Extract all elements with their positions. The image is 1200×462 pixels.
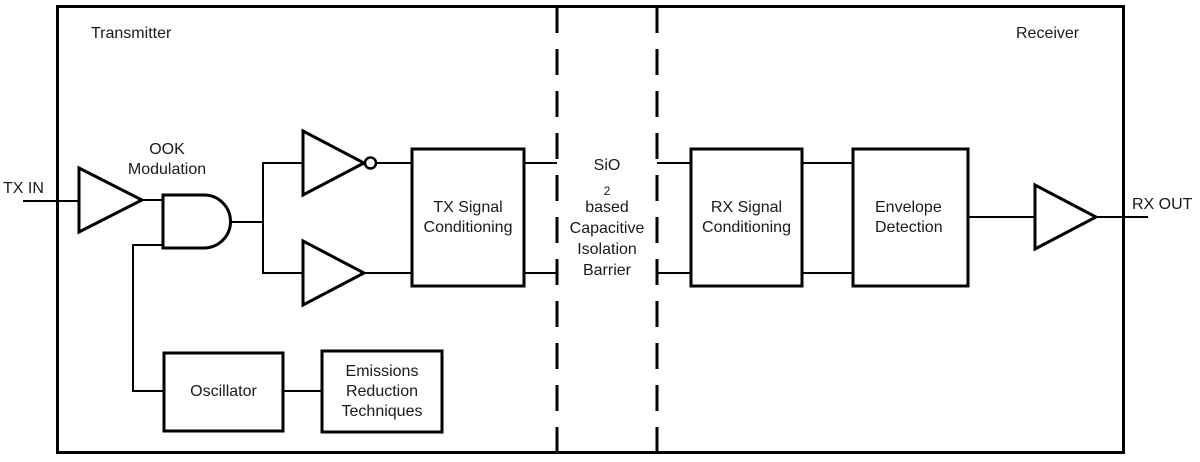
ook-line1: OOK [149, 141, 185, 158]
rx-conditioning-label: RX Signal Conditioning [691, 149, 802, 286]
isolation-barrier-label: SiO 2 based Capacitive Isolation Barrier [557, 149, 657, 286]
device-outline-box [56, 5, 1125, 454]
oscillator-label: Oscillator [164, 353, 283, 431]
barrier-sio: SiO [593, 156, 621, 174]
barrier-line1: SiO 2 based [585, 155, 629, 218]
output-buffer-gate-icon [1033, 182, 1100, 252]
inverter-gate-icon [301, 128, 368, 198]
envelope-line2: Detection [875, 218, 943, 236]
tx-conditioning-line1: TX Signal [433, 198, 503, 216]
emissions-box [320, 349, 444, 434]
rx-conditioning-line2: Conditioning [702, 218, 791, 236]
rx-conditioning-box [689, 147, 804, 288]
lower-buffer-gate-icon [301, 238, 368, 308]
inverter-bubble-icon [363, 156, 378, 170]
barrier-based: based [585, 198, 629, 216]
and-gate-icon [161, 193, 232, 250]
envelope-detection-box [851, 147, 970, 288]
ook-modulation-label: OOK Modulation [107, 140, 227, 180]
isolation-barrier-lines [555, 7, 659, 452]
tx-conditioning-box [410, 147, 526, 288]
barrier-line2: Capacitive [569, 219, 645, 237]
tx-in-port-label: TX IN [3, 180, 44, 197]
function-blocks [162, 147, 970, 434]
barrier-line3: Isolation [577, 240, 637, 258]
wires [23, 162, 1148, 392]
envelope-line1: Envelope [875, 198, 942, 216]
rx-out-port-label: RX OUT [1132, 196, 1193, 213]
emissions-line1: Emissions [345, 362, 419, 380]
oscillator-line1: Oscillator [190, 383, 257, 400]
receiver-region-label: Receiver [1016, 25, 1080, 42]
rx-conditioning-line1: RX Signal [710, 198, 783, 216]
transmitter-region-label: Transmitter [91, 25, 172, 42]
envelope-detection-label: Envelope Detection [853, 149, 968, 286]
wire-branch [262, 162, 303, 274]
oscillator-box [162, 351, 285, 433]
input-buffer-gate-icon [77, 165, 146, 235]
barrier-subscript: 2 [603, 183, 611, 198]
wire-oscillator-feedback [132, 244, 166, 392]
tx-conditioning-label: TX Signal Conditioning [412, 149, 524, 286]
emissions-line3: Techniques [341, 402, 423, 420]
barrier-line4: Barrier [582, 261, 631, 279]
emissions-line2: Reduction [345, 382, 419, 400]
gate-symbols [77, 128, 1100, 308]
emissions-label: Emissions Reduction Techniques [322, 351, 442, 432]
ook-line2: Modulation [127, 161, 207, 178]
tx-conditioning-line2: Conditioning [423, 218, 513, 236]
